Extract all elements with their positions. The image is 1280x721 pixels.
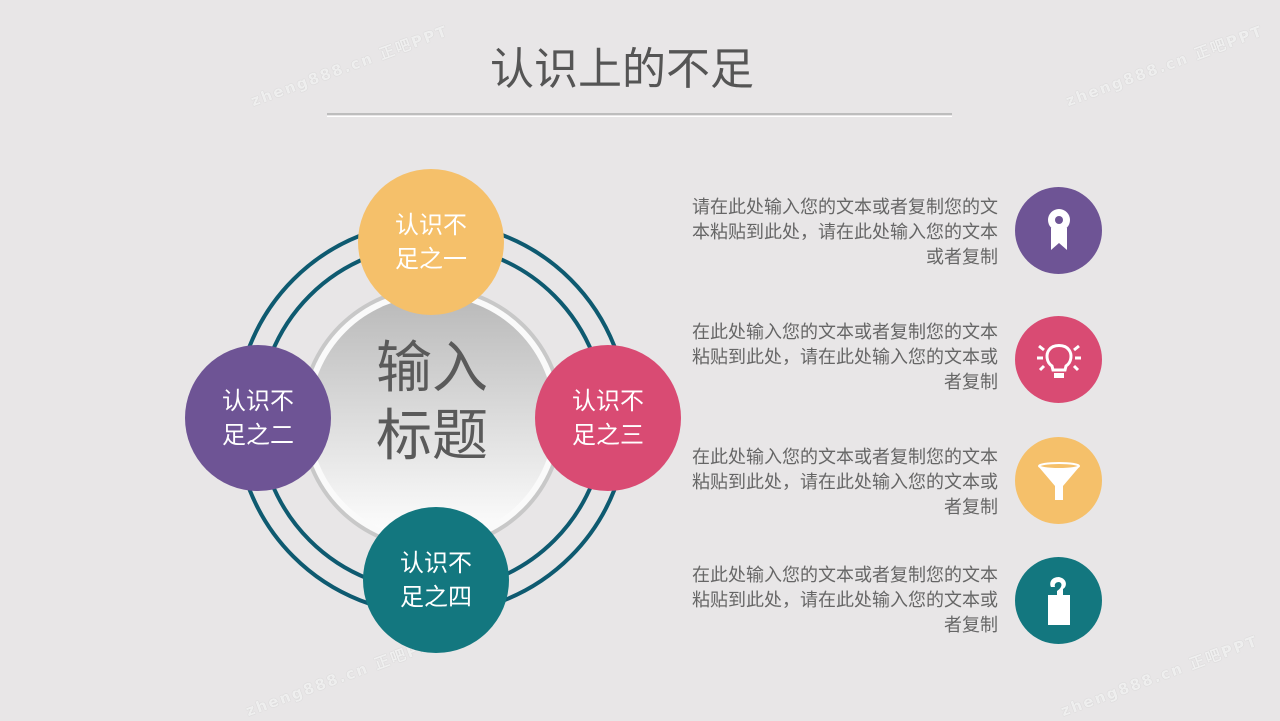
node-1[interactable]: 认识不足之一	[358, 169, 504, 315]
lightbulb-icon	[1015, 316, 1102, 403]
center-disc	[310, 296, 554, 540]
item-text-2: 在此处输入您的文本或者复制您的文本粘贴到此处，请在此处输入您的文本或者复制	[692, 322, 998, 393]
door-hanger-icon	[1015, 557, 1102, 644]
funnel-icon	[1015, 437, 1102, 524]
node-4[interactable]: 认识不足之四	[363, 507, 509, 653]
node-label: 认识不足之二	[222, 387, 294, 449]
node-label: 认识不足之一	[395, 211, 467, 273]
node-label: 认识不足之三	[572, 387, 644, 449]
award-ribbon-icon	[1015, 187, 1102, 274]
item-text-4: 在此处输入您的文本或者复制您的文本粘贴到此处，请在此处输入您的文本或者复制	[692, 565, 998, 636]
node-label: 认识不足之四	[400, 549, 472, 611]
item-text-1: 请在此处输入您的文本或者复制您的文本粘贴到此处，请在此处输入您的文本或者复制	[692, 197, 998, 268]
node-2[interactable]: 认识不足之二	[185, 345, 331, 491]
center-title: 输入标题	[376, 336, 488, 469]
item-text-3: 在此处输入您的文本或者复制您的文本粘贴到此处，请在此处输入您的文本或者复制	[692, 447, 998, 518]
title-divider	[327, 113, 952, 117]
node-3[interactable]: 认识不足之三	[535, 345, 681, 491]
slide-title: 认识上的不足	[490, 44, 754, 95]
